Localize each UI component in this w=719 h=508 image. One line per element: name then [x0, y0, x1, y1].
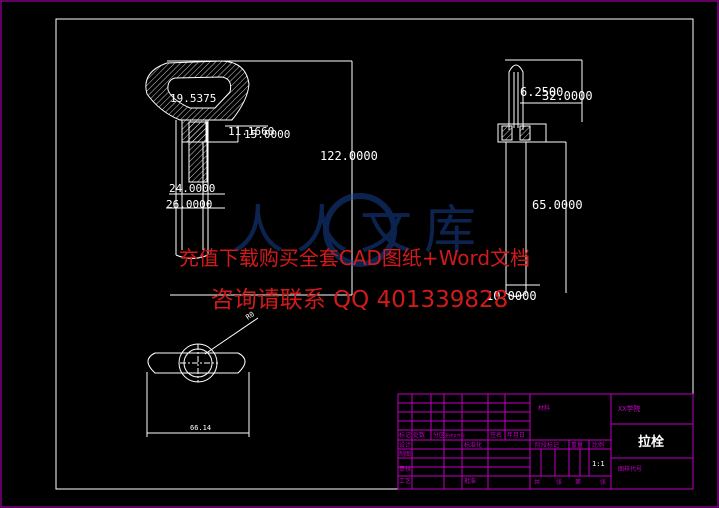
sheets-label: 张	[556, 478, 562, 486]
material-label: 材料	[538, 404, 550, 412]
drawing-code-label: 图样代号	[618, 465, 642, 473]
header-zone: 分区	[433, 431, 445, 439]
watermark-line-2: 咨询请联系 QQ 401339828	[210, 287, 509, 313]
title-block	[397, 393, 694, 490]
row-mark: 标记	[399, 431, 411, 439]
front-view	[145, 60, 353, 296]
dim-19-5375: 19.5375	[170, 92, 216, 105]
svg-text:人人文库: 人人文库	[232, 201, 488, 261]
sheets-total: 共	[534, 478, 540, 486]
std-label: 标准化	[464, 441, 482, 449]
dim-66-14: 66.14	[190, 424, 211, 432]
row-design: 设计	[399, 441, 411, 449]
scale-label: 比例	[592, 441, 604, 449]
header-doc: 更改文件号	[445, 432, 465, 438]
watermark-logo: 人人文库	[232, 193, 488, 267]
dim-65-0000: 65.0000	[532, 198, 583, 212]
top-view	[146, 317, 259, 437]
row-draw: 制图	[399, 450, 411, 458]
dim-32-0000: 32.0000	[542, 89, 593, 103]
weight-label: 重量	[571, 441, 583, 449]
dim-26-0000: 26.0000	[166, 198, 212, 211]
school-name: XX学院	[618, 404, 640, 413]
dim-11-1660: 11.1660	[228, 125, 274, 138]
scale-value: 1:1	[592, 460, 605, 468]
side-view	[497, 59, 583, 297]
sheet-no: 第	[575, 478, 581, 486]
row-check: 审核	[399, 465, 411, 473]
row-process: 工艺	[399, 477, 411, 485]
dim-15-0000: 15.0000	[244, 128, 290, 141]
sheet-label: 张	[600, 478, 606, 486]
part-name: 拉栓	[638, 434, 664, 450]
dim-122-0000: 122.0000	[320, 149, 378, 163]
header-sign: 签名	[490, 431, 502, 439]
watermark-line-1: 充值下载购买全套CAD图纸+Word文档	[178, 246, 531, 270]
dim-24-0000: 24.0000	[169, 182, 215, 195]
stage-label: 阶段标记	[535, 441, 559, 449]
inner-border	[55, 18, 694, 490]
header-count: 处数	[413, 431, 425, 439]
dim-radius-leader: R0	[244, 310, 256, 321]
approve-label: 批准	[464, 477, 476, 485]
dim-6-2500: 6.2500	[520, 85, 563, 99]
header-date: 年月日	[507, 431, 525, 439]
dim-10-0000: 10.0000	[486, 289, 537, 303]
